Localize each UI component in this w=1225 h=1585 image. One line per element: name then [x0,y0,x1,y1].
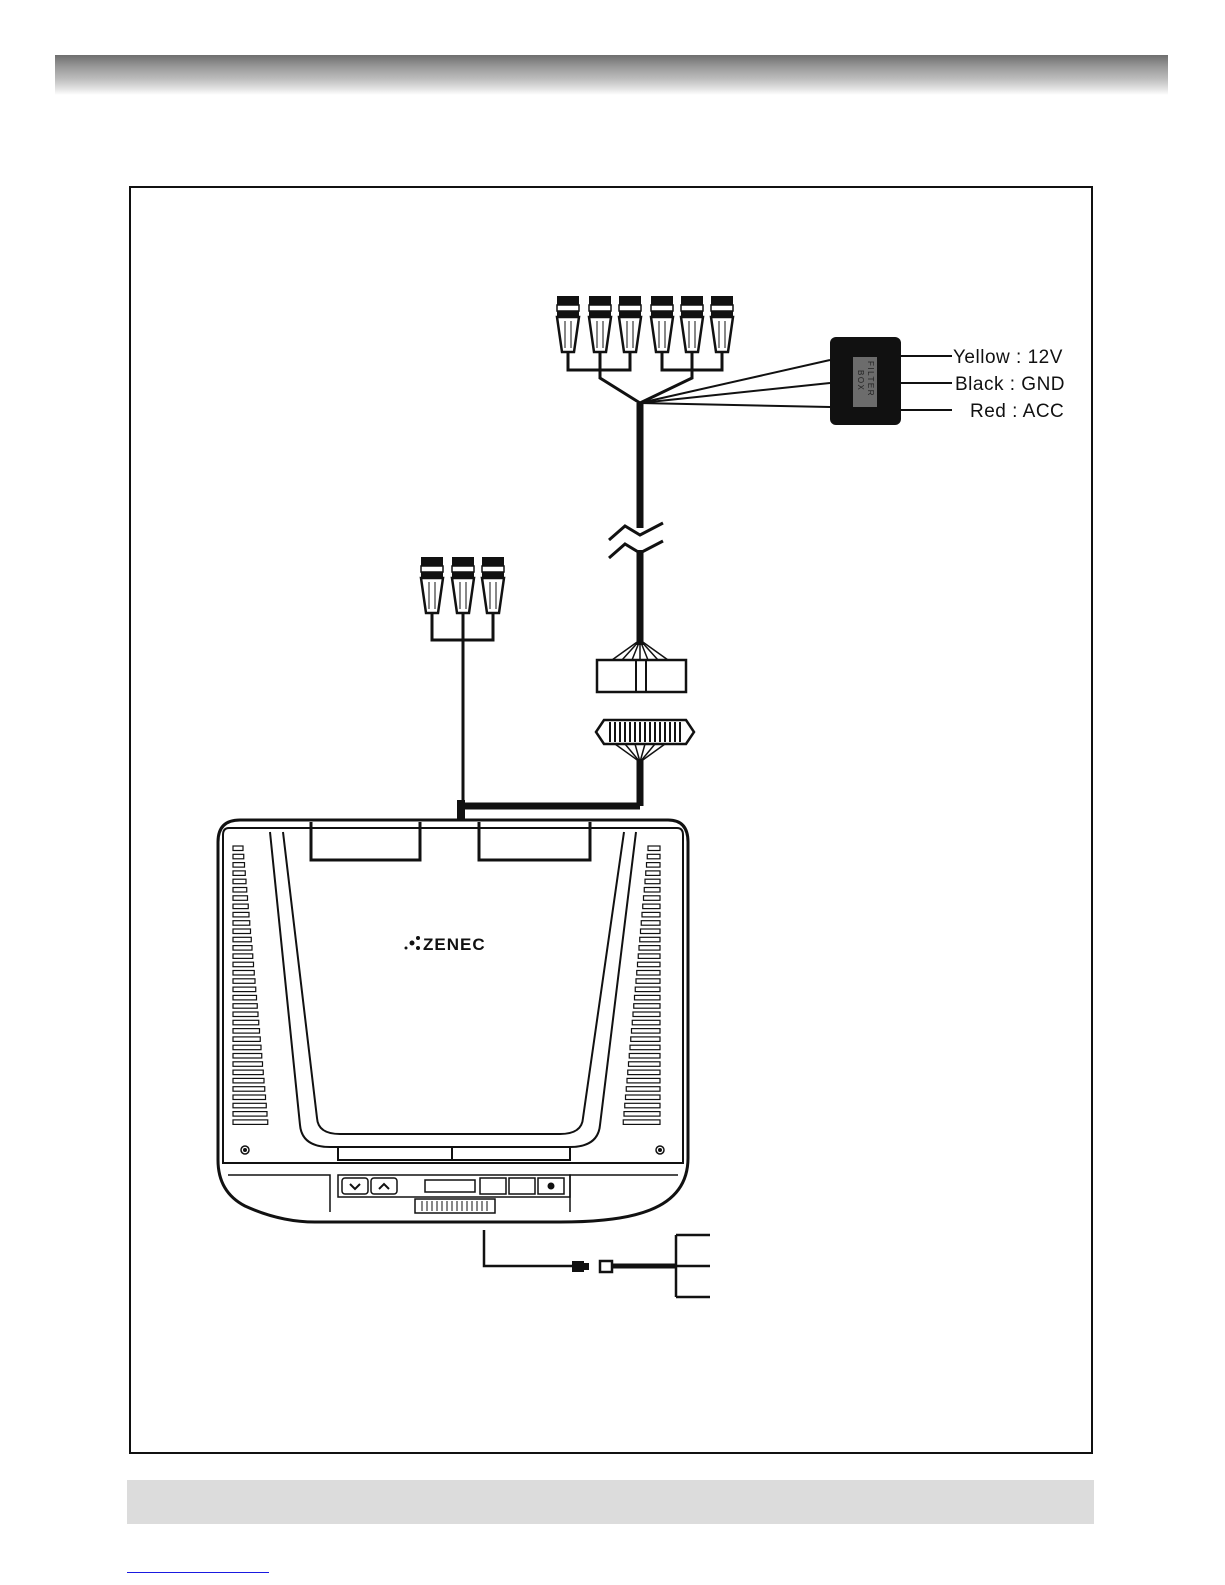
main-cable [609,403,663,645]
page-footer-bar [127,1480,1094,1524]
monitor-unit [218,820,688,1222]
brand-logo-text: ZENEC [423,935,486,954]
wire-label-red: Red : ACC [970,401,1064,422]
filter-box-label-box: BOX [856,370,865,391]
male-connector [461,720,694,806]
brand-logo: ZENEC [405,935,486,954]
filter-box-wires [640,360,830,407]
wire-label-black: Black : GND [955,374,1065,395]
filter-box: FILTER BOX [830,337,952,425]
female-connector [597,660,686,692]
filter-box-label: FILTER [866,361,875,397]
monitor-vents-left [233,846,268,1124]
rca-connector-group-left [421,557,504,820]
footer-link-underline [127,1572,269,1573]
connector-fan-wires [612,640,668,660]
wire-label-yellow: Yellow : 12V [953,347,1063,368]
bottom-cable [484,1230,710,1297]
